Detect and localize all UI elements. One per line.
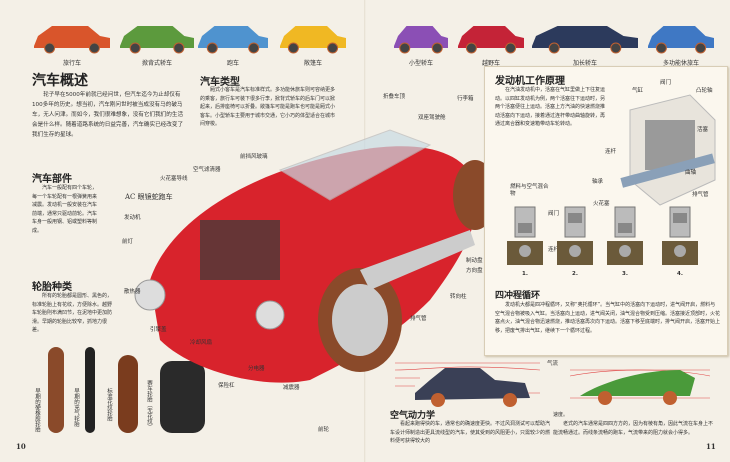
airflow-illustration: [394, 362, 711, 407]
stroke-diagram: 3.: [605, 205, 645, 277]
ac-cobra-cutaway: [134, 129, 490, 383]
label-windshield: 前挡风玻璃: [240, 154, 268, 160]
car-type-label: 跑车: [226, 60, 239, 67]
car-icon: [532, 26, 638, 54]
engine-label-cylinder: 气缸: [632, 88, 644, 94]
car-icon: [198, 26, 268, 54]
early-pneumatic-tire: [85, 347, 95, 433]
cylinder-cross-section: [507, 206, 543, 265]
standard-tread-tire: [118, 355, 138, 433]
engine-label-bearing: 轴承: [592, 179, 604, 185]
car-type-item: 小型轿车: [392, 18, 450, 67]
label-spark-wire: 火花塞导线: [160, 176, 188, 182]
tires-title: 轮胎种类: [32, 282, 72, 293]
engine-label-valve2: 阀门: [548, 211, 560, 217]
cycle-text: 发动机大都是四冲程循环，又称“奥托循环”。当气缸中的活塞向下运动时，进气阀开启，…: [495, 302, 721, 334]
car-type-item: 敞篷车: [278, 18, 348, 67]
airflow-label: 气流: [547, 361, 559, 367]
stroke-diagram: 2.: [555, 205, 595, 277]
stroke-step-number: 4.: [677, 271, 683, 277]
tire-illustrations: [48, 347, 205, 433]
car-type-label: 旅行车: [62, 60, 81, 67]
stroke-step-number: 1.: [522, 271, 528, 277]
car-type-item: 旅行车: [32, 18, 112, 67]
car-type-label: 小型轿车: [408, 60, 433, 67]
car-icon: [34, 26, 110, 54]
label-distributor: 分电器: [248, 366, 265, 372]
page-number-left: 10: [16, 442, 26, 451]
hard-rubber-tire: [48, 347, 64, 433]
car-icon: [648, 26, 714, 54]
car-type-label: 掀背式轿车: [141, 60, 172, 67]
label-steering-column: 转向柱: [450, 294, 467, 300]
four-cylinder-engine-illustration: [620, 94, 716, 206]
parts-title: 汽车部件: [32, 174, 72, 185]
car-type-item: 跑车: [196, 18, 270, 67]
car-type-item: 越野车: [456, 18, 526, 67]
engine-label-camshaft: 凸轮轴: [696, 88, 713, 94]
engine-title: 发动机工作原理: [495, 76, 565, 87]
car-type-label: 敞篷车: [303, 60, 322, 67]
stroke-step-number: 2.: [572, 271, 578, 277]
stroke-diagram: 1.: [505, 205, 545, 277]
engine-label-rod2: 连杆: [548, 247, 560, 253]
overview-title: 汽车概述: [32, 73, 88, 89]
parts-text: 汽车一般配有四个车轮，每一个车轮配有一根弹簧用来减震。发动机一般安装在汽车前端，…: [32, 185, 98, 234]
car-icon: [458, 26, 524, 54]
engine-label-crankshaft: 曲轴: [685, 170, 697, 176]
engine-label-mixture: 燃料与空气混合物: [510, 184, 549, 197]
overview-text: 轮子早在5000年前就已经问世，但汽车迄今为止却仅有100多年的历史。想当初，汽…: [32, 92, 184, 138]
label-trunk: 行李箱: [457, 96, 474, 102]
tire-label-3: 标准花纹轮胎: [106, 388, 112, 421]
label-engine: 发动机: [124, 215, 141, 221]
label-front-wheel: 前轮: [318, 427, 330, 433]
cylinder-cross-section: [607, 206, 643, 265]
tire-label-1: 早期的硬橡胶轮胎: [34, 388, 40, 432]
stroke-diagram: 4.: [660, 205, 700, 277]
car-type-item: 掀背式轿车: [118, 18, 196, 67]
tires-text: 所有的轮胎都是圆形、黑色的，标准轮胎上有花纹，方便除水。越野车轮胎則布满凹节，在…: [32, 293, 113, 333]
label-brake: 制动盘: [466, 258, 483, 264]
aero-text-2a: 速度。: [553, 412, 569, 418]
car-type-item: 加长轿车: [530, 18, 640, 67]
label-hood: 引擎盖: [150, 327, 167, 333]
car-diagram-title: AC 眼镜蛇跑车: [125, 193, 173, 201]
cylinder-cross-section: [662, 206, 698, 265]
cycle-title: 四冲程循环: [495, 291, 541, 301]
tire-label-2: 早期的充气轮胎: [73, 388, 79, 427]
label-steering-wheel: 方向盘: [466, 268, 483, 274]
stroke-step-number: 3.: [622, 271, 628, 277]
car-icon: [280, 26, 346, 54]
types-text: 厢式小客车是汽车标准样式。多功能休旅车则可容纳更多的乘客，旅行车可装下很多行李，…: [200, 87, 336, 127]
car-type-label: 多功能休旅车: [662, 60, 699, 67]
label-cockpit: 双座驾驶舱: [418, 115, 446, 121]
engine-label-valve: 阀门: [660, 80, 672, 86]
label-bumper: 保险杠: [218, 383, 235, 389]
racing-slick-tire: [160, 361, 205, 433]
engine-label-spark: 火花塞: [593, 201, 610, 207]
car-icon: [394, 26, 448, 54]
engine-label-piston: 活塞: [697, 127, 709, 133]
label-radiator: 散热器: [124, 289, 141, 295]
page-number-right: 11: [706, 442, 716, 451]
label-air-filter: 空气滤清器: [193, 167, 221, 173]
engine-label-rod: 连杆: [605, 149, 617, 155]
engine-label-exhaust: 排气管: [692, 192, 709, 198]
label-exhaust: 排气管: [410, 316, 427, 322]
cylinder-cross-section: [557, 206, 593, 265]
label-fan: 冷却风扇: [190, 340, 213, 346]
car-type-item: 多功能休旅车: [646, 18, 716, 67]
label-headlight: 前灯: [122, 239, 134, 245]
tire-label-4: 赛车轮胎（无花纹）: [146, 380, 152, 430]
engine-text: 在汽油发动机中，活塞在气缸里做上下往复运动。以四缸发动机为例，两个活塞往下运动时…: [495, 87, 606, 127]
types-title: 汽车类型: [200, 77, 240, 88]
car-icon: [120, 26, 194, 54]
car-type-label: 加长轿车: [572, 60, 597, 67]
car-type-label: 越野车: [481, 60, 500, 67]
label-roof: 折叠车顶: [383, 94, 406, 100]
aero-text-2: 老式的汽车通常是四四方方的，因为有棱有角，因此气流在车身上不能流畅通过。而线条流…: [553, 421, 714, 436]
aero-title: 空气动力学: [390, 411, 436, 421]
aero-text-1: 看起来跑得快的车，通常也的确速度更快。不过风洞测试可以帮助汽车设计师制造出更具流…: [390, 421, 551, 444]
label-shock: 减震器: [283, 385, 300, 391]
